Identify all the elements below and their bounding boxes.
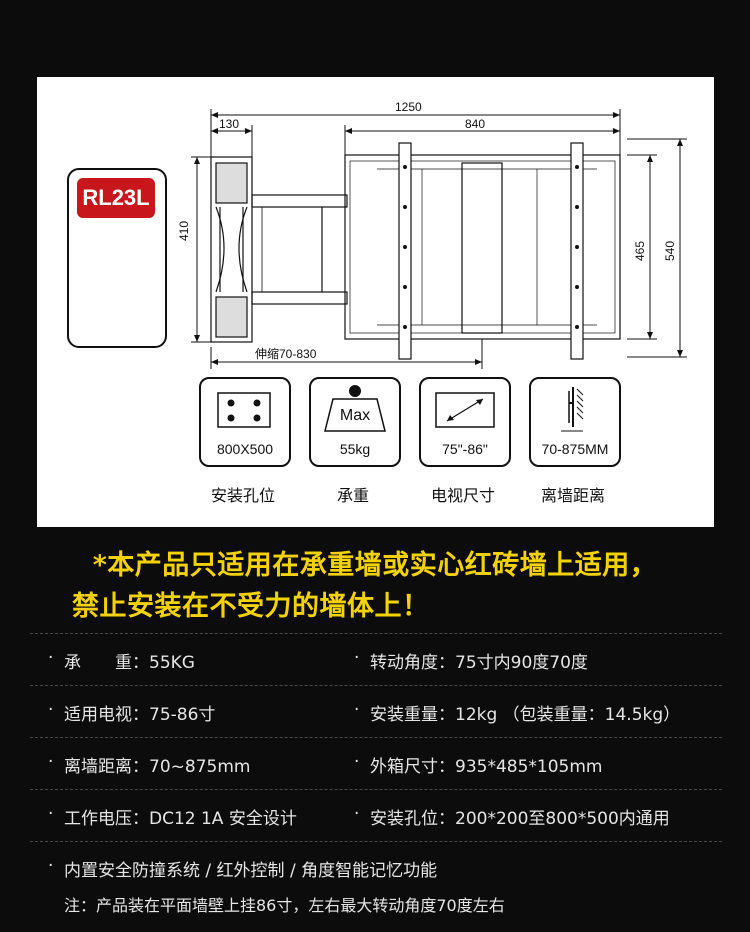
spec-row: · 适用电视：75-86寸 · 安装重量：12kg （包装重量：14.5kg） (30, 685, 722, 737)
max-badge: Max (339, 407, 371, 424)
weight-icon (324, 385, 386, 432)
wall-distance-icon (561, 387, 584, 432)
dim-plate-width: 840 (465, 117, 486, 131)
tv-size-label: 75"-86" (442, 441, 488, 457)
spec-wall-distance: 离墙距离：70~875mm (64, 757, 251, 777)
dim-height-outer: 540 (663, 240, 677, 261)
model-label: RL23L (77, 178, 155, 218)
dim-total-width: 1250 (395, 100, 422, 114)
product-diagram-panel: 1250 130 840 410 465 540 伸缩70-830 RL23L … (37, 77, 714, 527)
spec-weight: 安装重量：12kg （包装重量：14.5kg） (370, 705, 681, 725)
model-badge: RL23L (67, 168, 167, 348)
spec-table: · 承 重：55KG · 转动角度：75寸内90度70度 · 适用电视：75-8… (30, 633, 722, 932)
dim-extension: 伸缩70-830 (255, 347, 317, 361)
max-load-caption: 承重 (336, 486, 369, 505)
hole-pattern-icon (217, 392, 271, 428)
hole-pattern-caption: 安装孔位 (210, 486, 275, 505)
hole-pattern-label: 800X500 (216, 441, 274, 457)
dim-bracket-width: 130 (219, 117, 240, 131)
wall-bracket (210, 156, 253, 343)
warning-line-2: 禁止安装在不受力的墙体上！ (72, 591, 430, 622)
spec-load: 承 重：55KG (64, 653, 195, 673)
max-load-icon-box: Max 55kg (309, 377, 401, 467)
spec-box-size: 外箱尺寸：935*485*105mm (370, 757, 603, 777)
spec-features: 内置安全防撞系统 / 红外控制 / 角度智能记忆功能 (64, 861, 438, 881)
tv-mounting-plate (344, 142, 621, 360)
install-note: 注：产品装在平面墙壁上挂86寸，左右最大转动角度70度左右 (64, 896, 505, 915)
spec-row: · 承 重：55KG · 转动角度：75寸内90度70度 (30, 633, 722, 685)
tv-size-icon-box: 75"-86" (419, 377, 511, 467)
dim-height-left: 410 (177, 220, 191, 241)
spec-tv-size: 适用电视：75-86寸 (64, 705, 216, 725)
max-load-label: 55kg (339, 441, 371, 457)
wall-distance-label: 70-875MM (541, 441, 609, 457)
spec-row: · 离墙距离：70~875mm · 外箱尺寸：935*485*105mm (30, 737, 722, 789)
hole-pattern-icon-box: 800X500 (199, 377, 291, 467)
tv-size-caption: 电视尺寸 (430, 486, 495, 505)
spec-rotation: 转动角度：75寸内90度70度 (370, 653, 588, 673)
tv-screen-icon (435, 392, 495, 428)
dim-height-inner: 465 (633, 240, 647, 261)
extension-arms (251, 194, 348, 305)
spec-row: · 工作电压：DC12 1A 安全设计 · 安装孔位：200*200至800*5… (30, 789, 722, 841)
technical-drawing (191, 109, 687, 369)
spec-hole-pattern: 安装孔位：200*200至800*500内通用 (370, 809, 670, 829)
spec-voltage: 工作电压：DC12 1A 安全设计 (64, 809, 297, 829)
wall-distance-icon-box: 70-875MM (529, 377, 621, 467)
wall-distance-caption: 离墙距离 (540, 486, 605, 505)
warning-line-1: *本产品只适用在承重墙或实心红砖墙上适用， (92, 550, 658, 581)
spec-features-row: · 内置安全防撞系统 / 红外控制 / 角度智能记忆功能 注：产品装在平面墙壁上… (30, 841, 722, 932)
